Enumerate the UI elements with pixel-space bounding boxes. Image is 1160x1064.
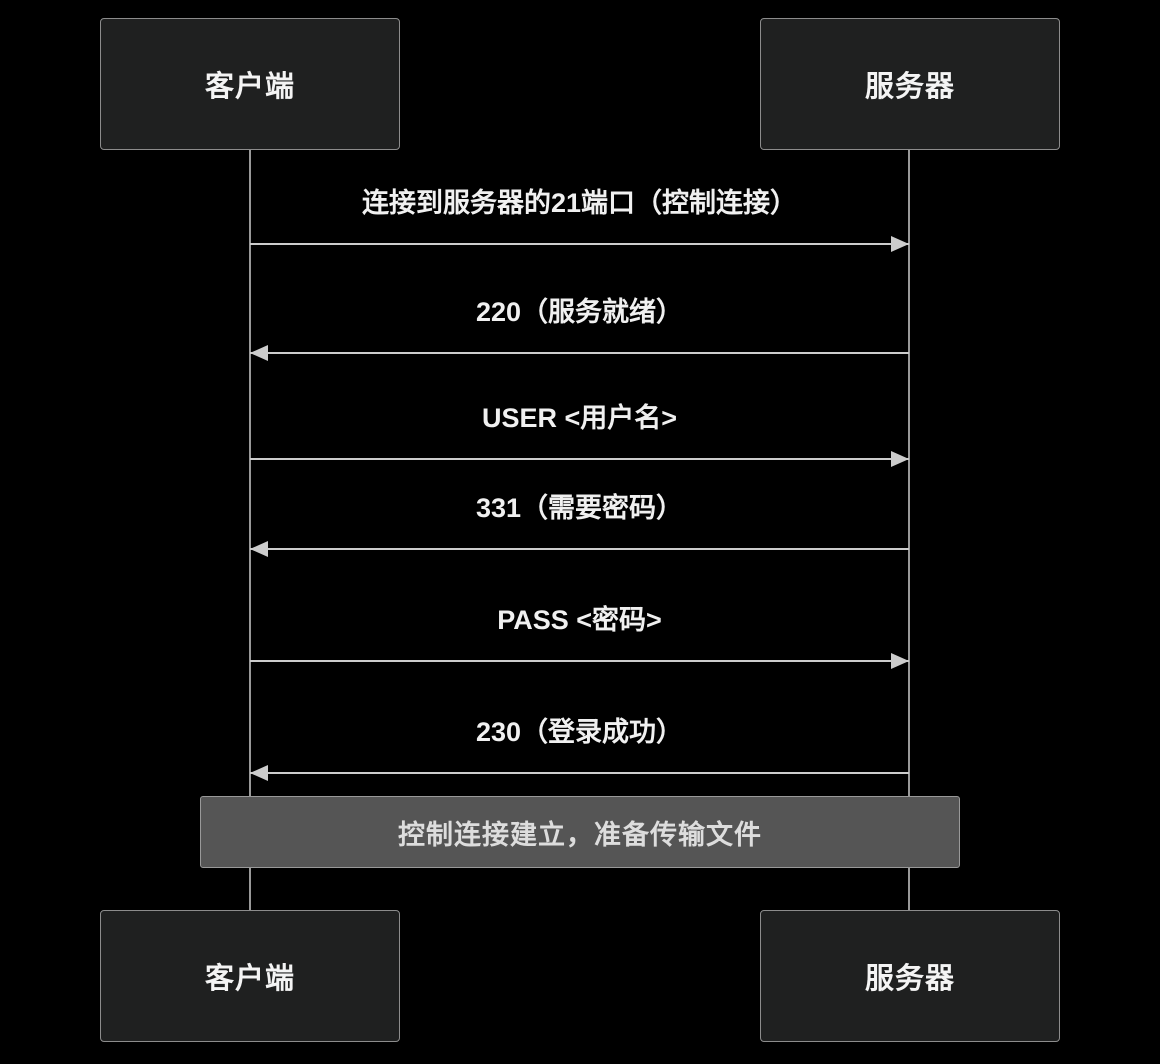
message-label: 331（需要密码）	[475, 493, 684, 523]
message-arrow-right	[250, 451, 909, 467]
actor-client-bottom: 客户端	[100, 910, 400, 1042]
message-label: USER <用户名>	[481, 403, 678, 433]
message-arrow-left	[250, 765, 909, 781]
arrowhead-left-icon	[250, 345, 268, 361]
message-row-1: 连接到服务器的21端口（控制连接）	[250, 183, 909, 252]
note-box: 控制连接建立，准备传输文件	[200, 796, 960, 868]
actor-client-bottom-label: 客户端	[204, 963, 295, 995]
message-row-2: 220（服务就绪）	[250, 292, 909, 361]
actor-server-bottom-label: 服务器	[864, 963, 955, 995]
actor-server-top: 服务器	[760, 18, 1060, 150]
message-arrow-right	[250, 653, 909, 669]
actor-server-bottom: 服务器	[760, 910, 1060, 1042]
message-label: PASS <密码>	[497, 605, 662, 635]
note-label: 控制连接建立，准备传输文件	[398, 819, 762, 850]
message-label: 连接到服务器的21端口（控制连接）	[361, 188, 798, 218]
message-arrow-right	[250, 236, 909, 252]
arrowhead-right-icon	[891, 451, 909, 467]
actor-client-top: 客户端	[100, 18, 400, 150]
message-label: 230（登录成功）	[475, 717, 684, 747]
lifeline-server	[908, 150, 910, 910]
message-arrow-left	[250, 541, 909, 557]
message-row-3: USER <用户名>	[250, 398, 909, 467]
actor-server-top-label: 服务器	[864, 71, 955, 103]
arrowhead-left-icon	[250, 541, 268, 557]
message-row-5: PASS <密码>	[250, 600, 909, 669]
arrowhead-right-icon	[891, 653, 909, 669]
message-row-4: 331（需要密码）	[250, 488, 909, 557]
arrowhead-right-icon	[891, 236, 909, 252]
message-arrow-left	[250, 345, 909, 361]
lifeline-client	[249, 150, 251, 910]
actor-client-top-label: 客户端	[204, 71, 295, 103]
arrowhead-left-icon	[250, 765, 268, 781]
message-row-6: 230（登录成功）	[250, 712, 909, 781]
message-label: 220（服务就绪）	[475, 297, 684, 327]
